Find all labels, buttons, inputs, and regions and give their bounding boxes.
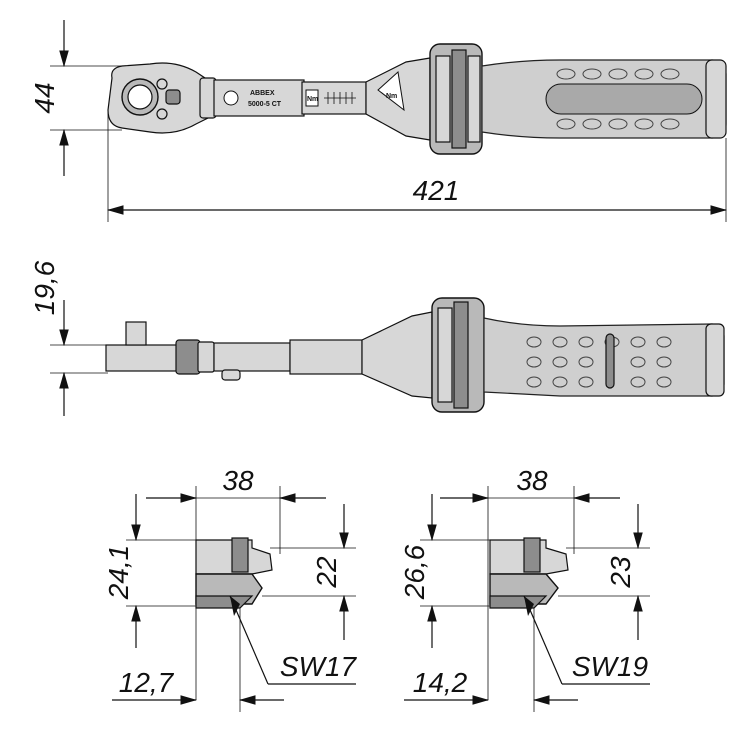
dim-socket-a: 38 24,1 22 12,7 SW17 [103, 465, 358, 712]
dim-label-421: 421 [413, 175, 460, 206]
nm-label-shaft: Nm [307, 96, 318, 103]
dim-overall-length: 421 [106, 112, 728, 222]
dim-side-thickness: 19,6 [29, 260, 108, 416]
model-label: 5000-5 CT [248, 101, 282, 108]
dim-label-12-7: 12,7 [119, 667, 175, 698]
wrench-side-view [105, 297, 725, 413]
dim-socket-b: 38 26,6 23 14,2 SW19 [399, 465, 650, 712]
dim-label-23: 23 [605, 556, 636, 589]
dim-head-height: 44 [29, 20, 122, 176]
dim-label-14-2: 14,2 [413, 667, 468, 698]
dim-label-44: 44 [29, 82, 60, 113]
socket-a-size-label: SW17 [280, 651, 358, 682]
socket-sw19 [489, 537, 569, 609]
dim-label-26-6: 26,6 [399, 544, 430, 600]
dim-label-22: 22 [311, 556, 342, 589]
dim-label-38-a: 38 [222, 465, 254, 496]
brand-label: ABBEX [250, 90, 275, 97]
dim-label-24-1: 24,1 [103, 545, 134, 601]
dim-label-19-6: 19,6 [29, 260, 60, 315]
nm-label-cone: Nm [386, 93, 397, 100]
dim-label-38-b: 38 [516, 465, 548, 496]
socket-sw17 [195, 537, 273, 609]
socket-b-size-label: SW19 [572, 651, 648, 682]
wrench-top-view: ABBEX 5000-5 CT Nm Nm [107, 43, 727, 155]
